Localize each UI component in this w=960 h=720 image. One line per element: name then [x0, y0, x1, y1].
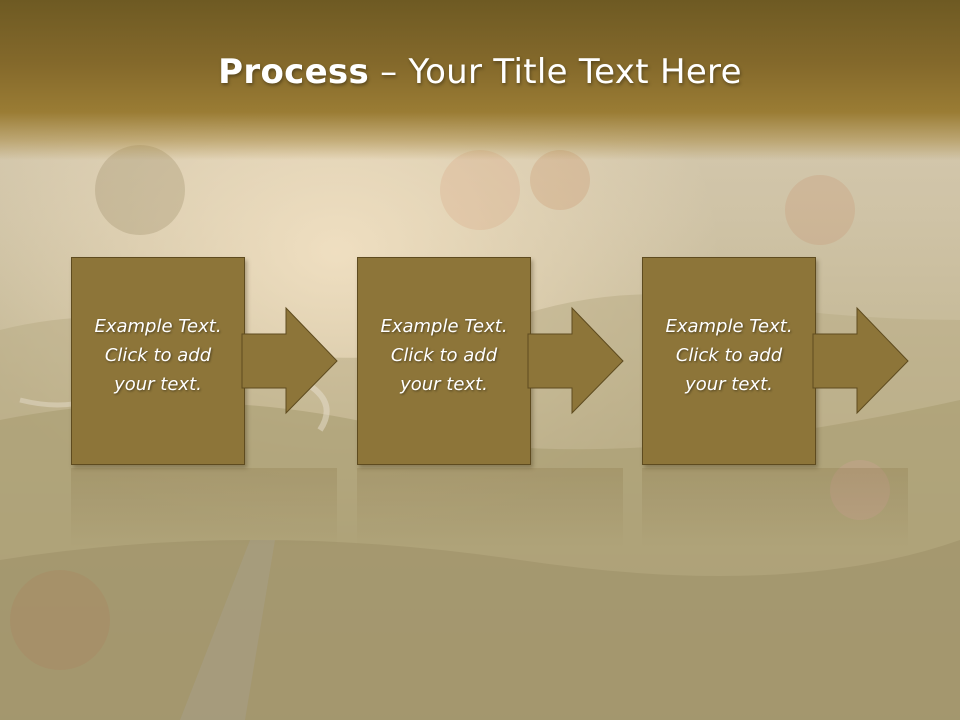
step-box[interactable]: Example Text. Click to add your text.: [357, 257, 531, 465]
process-step-2[interactable]: Example Text. Click to add your text.: [357, 257, 624, 465]
title-bold: Process: [218, 52, 370, 92]
title-text: Your Title Text Here: [408, 52, 742, 92]
step-reflection: [357, 468, 623, 548]
step-reflection: [642, 468, 908, 548]
step-text[interactable]: Example Text. Click to add your text.: [665, 316, 793, 395]
title-dash: –: [369, 52, 409, 92]
right-arrow-icon: [241, 306, 338, 415]
slide-title[interactable]: Process – Your Title Text Here: [0, 52, 960, 92]
step-box[interactable]: Example Text. Click to add your text.: [71, 257, 245, 465]
right-arrow-icon: [812, 306, 909, 415]
process-step-1[interactable]: Example Text. Click to add your text.: [71, 257, 338, 465]
process-step-3[interactable]: Example Text. Click to add your text.: [642, 257, 909, 465]
step-text[interactable]: Example Text. Click to add your text.: [380, 316, 508, 395]
step-reflection: [71, 468, 337, 548]
step-text[interactable]: Example Text. Click to add your text.: [94, 316, 222, 395]
step-box[interactable]: Example Text. Click to add your text.: [642, 257, 816, 465]
title-bar: [0, 0, 960, 160]
right-arrow-icon: [527, 306, 624, 415]
